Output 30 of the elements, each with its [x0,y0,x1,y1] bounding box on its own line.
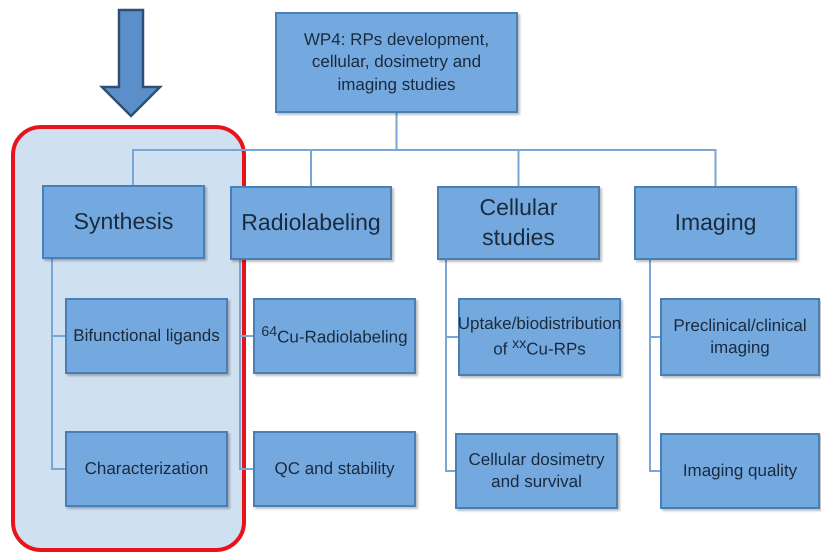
task-box [65,431,228,507]
box-label: Imaging [674,208,758,238]
box-label: Cellular studies [478,193,558,252]
box-label: Preclinical/clinical imaging [672,314,808,359]
box-label: Synthesis [72,207,174,236]
task-box [455,433,618,509]
task-box [660,298,820,376]
box-label: Radiolabeling [240,208,382,238]
task-box [65,298,228,374]
box-label: Bifunctional ligands [72,324,221,347]
connector-line [649,260,660,472]
box-label: Uptake/biodistribution of $^{xx}$Cu-RPs [456,313,622,361]
task-box [458,298,621,376]
box-label: Cellular dosimetry and survival [467,448,606,493]
box-label: WP4: RPs development, cellular, dosimetry and imaging studies [302,29,490,96]
box-label: QC and stability [274,458,396,480]
task-box [42,185,205,259]
task-box [253,431,416,507]
box-label: Characterization [84,458,210,480]
connector-line [445,260,455,472]
task-box [634,186,797,260]
work-package-box [275,12,518,113]
box-label: Imaging quality [682,460,798,482]
task-box [660,433,820,509]
task-box [253,298,416,374]
connector-line [396,113,716,186]
connector-line [51,259,65,470]
box-label: $^{64}$Cu-Radiolabeling [260,323,409,349]
task-box [230,186,392,260]
task-box [437,186,600,260]
